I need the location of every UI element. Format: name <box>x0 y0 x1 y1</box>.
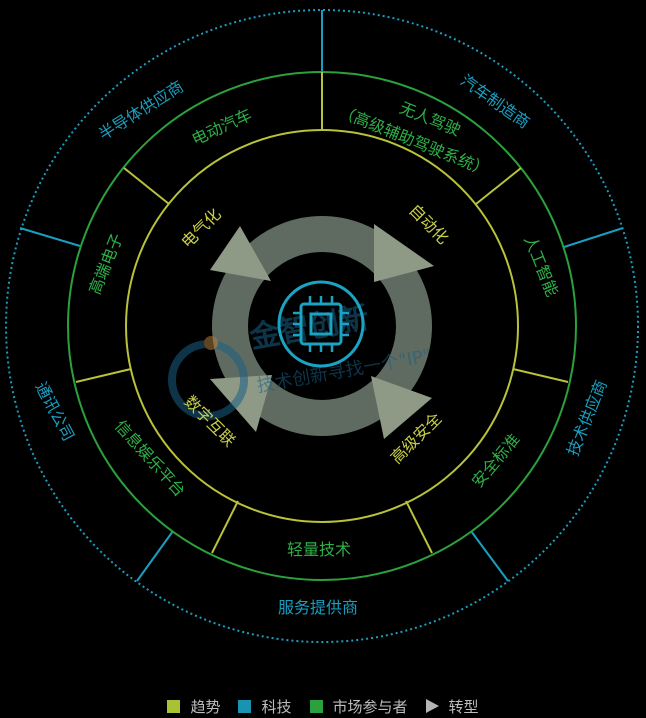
legend-item-market: 市场参与者 <box>309 696 408 717</box>
legend-swatch-trend <box>167 699 181 713</box>
tech-artificial-intelligence: 人工智能 <box>520 233 562 299</box>
middle-divider <box>405 500 433 554</box>
transformation-arrows <box>210 224 434 439</box>
market-technology-suppliers: 技术供应商 <box>563 377 611 458</box>
chip-icon <box>277 280 365 368</box>
outer-divider <box>470 530 509 582</box>
legend-item-trend: 趋势 <box>167 696 220 717</box>
market-car-manufacturers: 汽车制造商 <box>457 71 533 132</box>
arrow-head-top-right <box>374 224 434 282</box>
legend-swatch-technology <box>238 699 252 713</box>
legend-swatch-market <box>309 699 323 713</box>
watermark-logo-dot <box>204 336 218 350</box>
trend-automation: 自动化 <box>405 200 452 247</box>
trend-electrification: 电气化 <box>177 204 224 251</box>
legend-label-trend: 趋势 <box>190 697 221 716</box>
triangle-icon <box>425 699 439 713</box>
legend-item-transformation: 转型 <box>425 696 479 717</box>
legend: 趋势 科技 市场参与者 转型 <box>0 694 646 718</box>
middle-dividers <box>75 72 569 554</box>
middle-divider <box>475 167 522 205</box>
market-service-providers: 服务提供商 <box>278 598 358 617</box>
market-semiconductor-suppliers: 半导体供应商 <box>95 77 186 144</box>
middle-divider <box>211 500 239 554</box>
outer-divider <box>136 530 174 582</box>
tech-high-end-electronics: 高端电子 <box>85 231 127 297</box>
legend-item-technology: 科技 <box>238 696 292 717</box>
legend-label-transformation: 转型 <box>448 697 479 716</box>
arrow-head-bottom-left <box>210 375 272 432</box>
arrow-head-top-left <box>210 226 271 281</box>
tech-safety-standards: 安全标准 <box>468 430 524 491</box>
outer-dotted-ring <box>5 9 639 643</box>
middle-divider <box>123 167 170 205</box>
outer-divider <box>19 227 81 247</box>
legend-label-market: 市场参与者 <box>332 697 408 716</box>
outer-dividers <box>19 10 624 582</box>
legend-label-technology: 科技 <box>261 697 292 716</box>
outer-divider <box>563 227 624 248</box>
tech-lightweight: 轻量技术 <box>287 540 351 559</box>
arrow-head-bottom-right <box>371 376 432 439</box>
middle-divider <box>75 368 132 383</box>
tech-electric-vehicle: 电动汽车 <box>189 105 255 149</box>
market-communications-companies: 通讯公司 <box>31 379 78 444</box>
middle-divider <box>512 368 569 383</box>
transformation-ring <box>212 216 432 436</box>
